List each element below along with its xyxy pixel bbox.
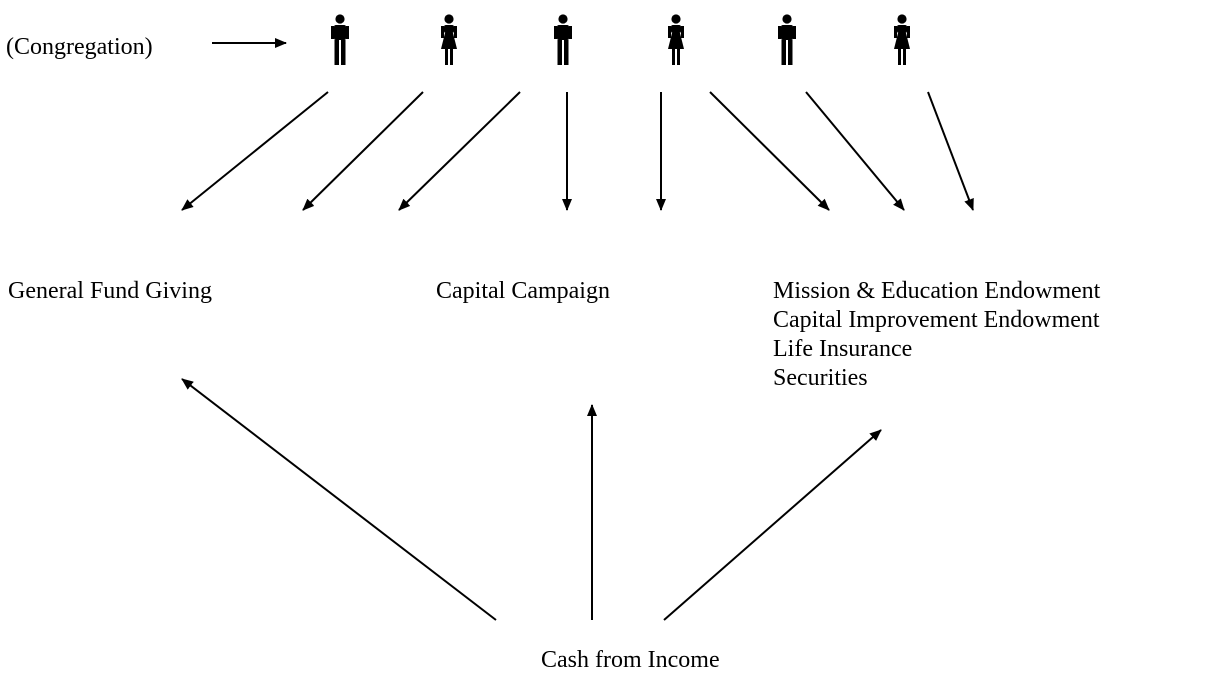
man-icon — [554, 14, 572, 65]
woman-icon — [894, 14, 910, 65]
woman-icon — [668, 14, 684, 65]
arrow-to-endowments — [805, 91, 905, 211]
endowment-item: Securities — [773, 365, 868, 391]
arrow-to-endowments — [927, 91, 974, 211]
capital-campaign-label: Capital Campaign — [436, 278, 610, 304]
man-icon — [778, 14, 796, 65]
arrow-to-endowments — [709, 91, 830, 211]
congregation-figures — [331, 14, 910, 65]
congregation-label: (Congregation) — [6, 34, 153, 60]
endowment-item: Life Insurance — [773, 336, 913, 362]
income-arrows — [181, 378, 882, 621]
income-arrow-to-general-fund — [181, 378, 497, 621]
arrow-to-general-fund — [398, 91, 521, 211]
general-fund-label: General Fund Giving — [8, 278, 212, 304]
arrow-to-general-fund — [302, 91, 424, 211]
endowments-list: Mission & Education Endowment Capital Im… — [773, 277, 1100, 393]
woman-icon — [441, 14, 457, 65]
endowment-item: Mission & Education Endowment — [773, 278, 1101, 304]
cash-from-income-label: Cash from Income — [541, 647, 720, 673]
giving-arrows — [181, 91, 974, 211]
man-icon — [331, 14, 349, 65]
arrow-to-general-fund — [181, 91, 329, 211]
endowment-item: Capital Improvement Endowment — [773, 307, 1100, 333]
income-arrow-to-endowments — [663, 429, 882, 621]
